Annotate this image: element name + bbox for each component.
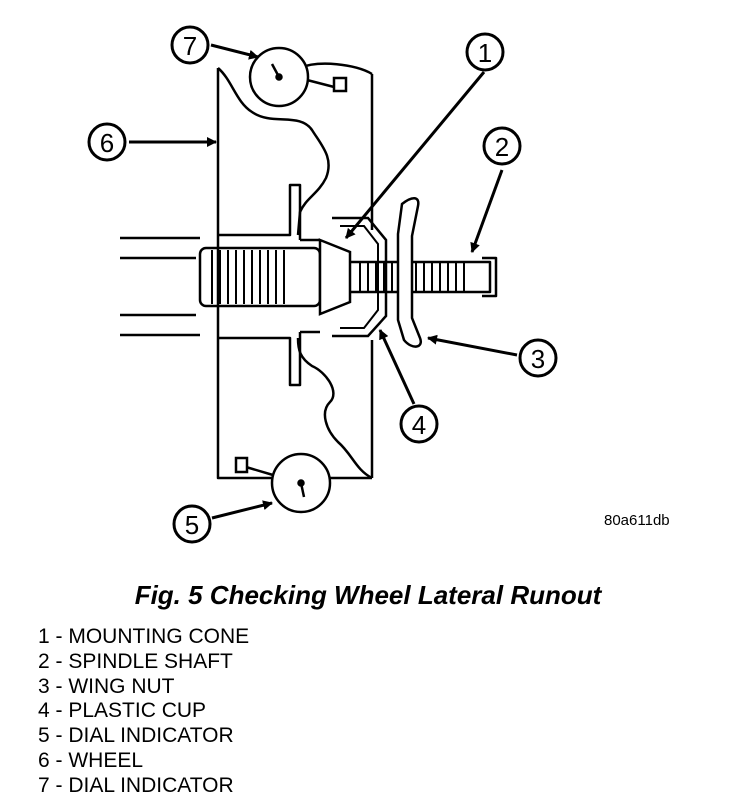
spindle-shaft — [120, 236, 498, 337]
plastic-cup-inner — [340, 225, 379, 329]
legend-item: 5 - DIAL INDICATOR — [38, 724, 234, 748]
callout-number-5: 5 — [185, 510, 199, 540]
wheel-runout-diagram: 1 2 3 4 5 6 7 — [87, 25, 558, 544]
leader-arrow-4 — [378, 329, 416, 405]
callout-number-2: 2 — [495, 132, 509, 162]
callout-number-6: 6 — [100, 128, 114, 158]
parts-legend: 1 - MOUNTING CONE 2 - SPINDLE SHAFT 3 - … — [38, 625, 249, 799]
callout-circle-5 — [172, 504, 212, 544]
leader-arrow-1 — [344, 71, 486, 239]
mounting-cone — [318, 238, 352, 316]
legend-item: 1 - MOUNTING CONE — [38, 625, 250, 648]
legend-item: 6 - WHEEL — [38, 748, 144, 772]
leader-arrow-2 — [470, 169, 504, 253]
callout-circle-1 — [465, 32, 505, 72]
legend-item: 7 - DIAL INDICATOR — [38, 773, 234, 797]
leader-arrow-7 — [210, 43, 259, 60]
leader-arrow-3 — [427, 334, 518, 357]
hub-flange — [218, 183, 320, 387]
legend-item: 3 - WING NUT — [38, 674, 175, 698]
callout-number-3: 3 — [531, 344, 545, 374]
callout-circle-7 — [170, 25, 210, 65]
callout-circle-4 — [399, 404, 439, 444]
callout-number-1: 1 — [478, 38, 492, 68]
leader-arrow-5 — [211, 500, 273, 520]
callout-circle-3 — [518, 338, 558, 378]
drawing-code: 80a611db — [604, 512, 670, 529]
wing-nut — [396, 197, 423, 348]
legend-item: 4 - PLASTIC CUP — [38, 699, 207, 723]
callout-circle-6 — [87, 122, 127, 162]
dial-indicator-top — [248, 46, 348, 108]
callout-number-7: 7 — [183, 31, 197, 61]
figure-caption: Fig. 5 Checking Wheel Lateral Runout — [134, 580, 602, 610]
callout-circle-2 — [482, 126, 522, 166]
dial-indicator-bottom — [234, 452, 332, 514]
callout-number-4: 4 — [412, 410, 426, 440]
legend-item: 2 - SPINDLE SHAFT — [38, 649, 233, 673]
